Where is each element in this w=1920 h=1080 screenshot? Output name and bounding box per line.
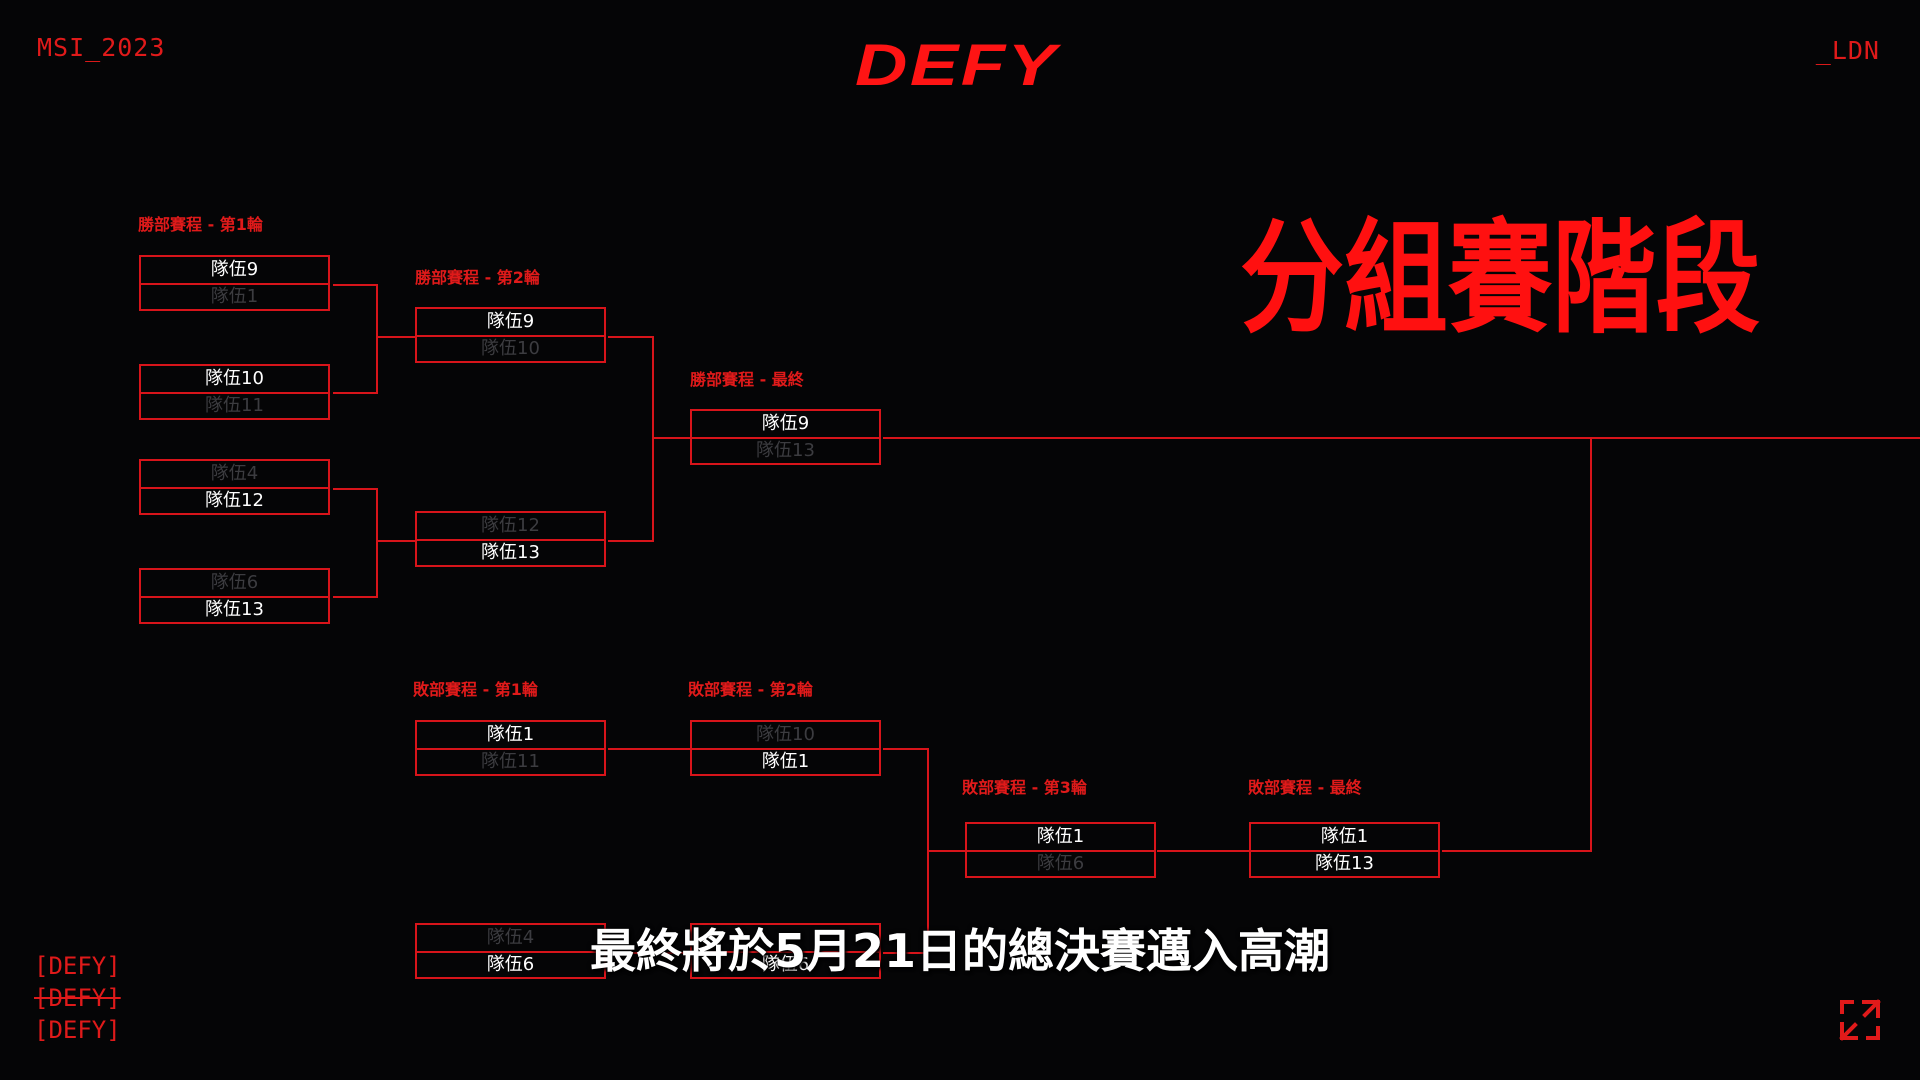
match-lb-final[interactable]: 隊伍1 隊伍13	[1249, 822, 1440, 878]
round-label-wb-r2: 勝部賽程 - 第2輪	[415, 268, 540, 287]
side-tag: [DEFY]	[34, 1016, 121, 1044]
team-slot: 隊伍9	[210, 259, 259, 280]
match-wb-r1-4[interactable]: 隊伍6 隊伍13	[139, 568, 330, 624]
connector-wb-r2	[608, 336, 654, 542]
round-label-lb-r3: 敗部賽程 - 第3輪	[962, 778, 1087, 797]
team-slot: 隊伍1	[486, 724, 535, 745]
match-wb-r1-3[interactable]: 隊伍4 隊伍12	[139, 459, 330, 515]
match-wb-r2-1[interactable]: 隊伍9 隊伍10	[415, 307, 606, 363]
match-lb-r1-1[interactable]: 隊伍1 隊伍11	[415, 720, 606, 776]
team-slot: 隊伍9	[486, 311, 535, 332]
match-lb-r1-2[interactable]: 隊伍4 隊伍6	[415, 923, 606, 979]
team-slot: 隊伍1	[141, 283, 328, 309]
team-slot: 隊伍9	[761, 413, 810, 434]
team-slot: 隊伍1	[1036, 826, 1085, 847]
team-slot: 隊伍11	[417, 748, 604, 774]
team-slot: 隊伍13	[692, 437, 879, 463]
side-tag-strike: [DEFY]	[34, 984, 121, 1012]
stage-title: 分組賽階段	[1240, 206, 1761, 351]
team-slot: 隊伍6	[210, 572, 259, 593]
team-slot: 隊伍1	[1320, 826, 1369, 847]
team-slot: 隊伍11	[141, 392, 328, 418]
round-label-wb-final: 勝部賽程 - 最終	[690, 370, 804, 389]
connector-wb-r1-top	[333, 284, 378, 394]
round-label-lb-final: 敗部賽程 - 最終	[1248, 778, 1362, 797]
match-wb-r2-2[interactable]: 隊伍12 隊伍13	[415, 511, 606, 567]
team-slot: 隊伍12	[481, 515, 540, 536]
video-subtitle: 最終將於5月21日的總決賽邁入高潮	[589, 924, 1331, 978]
team-slot: 隊伍6	[417, 951, 604, 977]
event-tag: MSI_2023	[37, 33, 166, 62]
match-wb-final[interactable]: 隊伍9 隊伍13	[690, 409, 881, 465]
team-slot: 隊伍4	[486, 927, 535, 948]
team-slot: 隊伍10	[417, 335, 604, 361]
connector-wb-r1-bottom	[333, 488, 378, 598]
team-slot: 隊伍13	[141, 596, 328, 622]
match-wb-r1-2[interactable]: 隊伍10 隊伍11	[139, 364, 330, 420]
team-slot: 隊伍13	[1251, 850, 1438, 876]
side-tag: [DEFY]	[34, 952, 121, 980]
team-slot: 隊伍1	[692, 748, 879, 774]
team-slot: 隊伍10	[756, 724, 815, 745]
defy-logo: DEFY	[855, 33, 1059, 98]
round-label-wb-r1: 勝部賽程 - 第1輪	[138, 215, 263, 234]
location-tag: _LDN	[1815, 36, 1880, 65]
connector-lb-final-out	[1442, 438, 1592, 852]
team-slot: 隊伍12	[141, 487, 328, 513]
round-label-lb-r1: 敗部賽程 - 第1輪	[413, 680, 538, 699]
expand-arrows-icon[interactable]	[1838, 998, 1882, 1042]
team-slot: 隊伍10	[205, 368, 264, 389]
side-tags: [DEFY] [DEFY] [DEFY]	[34, 950, 121, 1046]
team-slot: 隊伍13	[417, 539, 604, 565]
match-lb-r3[interactable]: 隊伍1 隊伍6	[965, 822, 1156, 878]
team-slot: 隊伍6	[692, 951, 879, 977]
team-slot: 隊伍6	[967, 850, 1154, 876]
round-label-lb-r2: 敗部賽程 - 第2輪	[688, 680, 813, 699]
team-slot: 隊伍4	[210, 463, 259, 484]
match-lb-r2-1[interactable]: 隊伍10 隊伍1	[690, 720, 881, 776]
match-wb-r1-1[interactable]: 隊伍9 隊伍1	[139, 255, 330, 311]
match-lb-r2-2[interactable]: 隊伍6	[690, 923, 881, 979]
